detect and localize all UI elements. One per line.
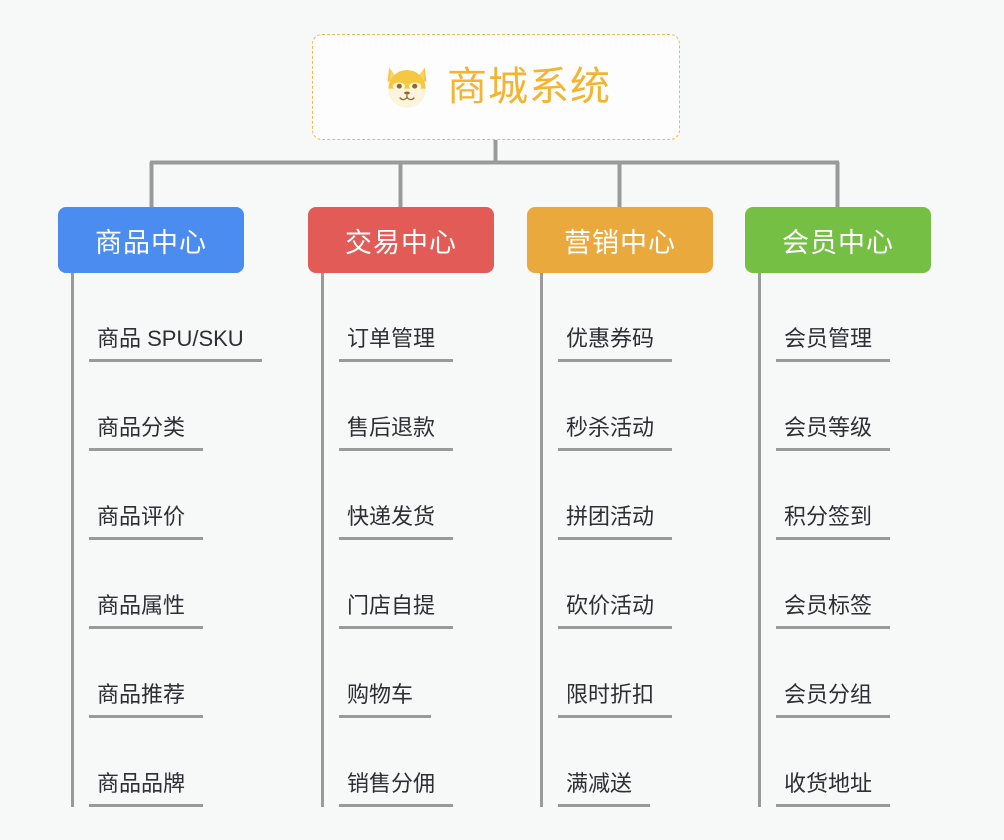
list-item-label: 商品品牌 bbox=[89, 773, 204, 807]
list-item[interactable]: 砍价活动 bbox=[543, 540, 713, 629]
root-node[interactable]: 商城系统 bbox=[312, 34, 680, 140]
list-item[interactable]: 积分签到 bbox=[761, 451, 931, 540]
branch-column-3: 营销中心 优惠券码 秒杀活动 拼团活动 砍价活动 限时折扣 满减送 bbox=[527, 207, 713, 807]
list-item[interactable]: 快递发货 bbox=[324, 451, 494, 540]
list-item-label: 会员等级 bbox=[776, 417, 891, 451]
list-item[interactable]: 订单管理 bbox=[324, 273, 494, 362]
list-item[interactable]: 优惠券码 bbox=[543, 273, 713, 362]
list-item-label: 限时折扣 bbox=[558, 684, 673, 718]
list-item[interactable]: 会员等级 bbox=[761, 362, 931, 451]
list-item[interactable]: 门店自提 bbox=[324, 540, 494, 629]
list-item-label: 会员标签 bbox=[776, 595, 891, 629]
list-item-label: 商品评价 bbox=[89, 506, 204, 540]
list-item-label: 商品推荐 bbox=[89, 684, 204, 718]
branch-item-list-4: 会员管理 会员等级 积分签到 会员标签 会员分组 收货地址 bbox=[758, 273, 931, 807]
list-item-label: 销售分佣 bbox=[339, 773, 454, 807]
branch-header-label: 交易中心 bbox=[345, 227, 457, 258]
list-item[interactable]: 拼团活动 bbox=[543, 451, 713, 540]
list-item[interactable]: 商品分类 bbox=[74, 362, 244, 451]
list-item-label: 商品分类 bbox=[89, 417, 204, 451]
shiba-dog-emoji bbox=[387, 67, 427, 108]
list-item-label: 商品属性 bbox=[89, 595, 204, 629]
branch-header-2[interactable]: 交易中心 bbox=[308, 207, 494, 273]
list-item-label: 秒杀活动 bbox=[558, 417, 673, 451]
branch-header-label: 商品中心 bbox=[95, 227, 207, 258]
list-item[interactable]: 商品 SPU/SKU bbox=[74, 273, 262, 362]
list-item[interactable]: 商品品牌 bbox=[74, 718, 244, 807]
list-item-label: 售后退款 bbox=[339, 417, 454, 451]
branch-header-label: 营销中心 bbox=[564, 227, 676, 258]
list-item-label: 收货地址 bbox=[776, 773, 891, 807]
list-item[interactable]: 商品推荐 bbox=[74, 629, 244, 718]
branch-item-list-3: 优惠券码 秒杀活动 拼团活动 砍价活动 限时折扣 满减送 bbox=[540, 273, 713, 807]
list-item[interactable]: 收货地址 bbox=[761, 718, 931, 807]
list-item-label: 订单管理 bbox=[339, 328, 454, 362]
list-item-label: 商品 SPU/SKU bbox=[89, 328, 262, 362]
list-item[interactable]: 秒杀活动 bbox=[543, 362, 713, 451]
list-item-label: 砍价活动 bbox=[558, 595, 673, 629]
list-item-label: 拼团活动 bbox=[558, 506, 673, 540]
branch-item-list-1: 商品 SPU/SKU 商品分类 商品评价 商品属性 商品推荐 商品品牌 bbox=[71, 273, 262, 807]
list-item-label: 门店自提 bbox=[339, 595, 454, 629]
root-title: 商城系统 bbox=[447, 65, 611, 109]
branch-header-3[interactable]: 营销中心 bbox=[527, 207, 713, 273]
branch-header-4[interactable]: 会员中心 bbox=[745, 207, 931, 273]
list-item[interactable]: 销售分佣 bbox=[324, 718, 494, 807]
list-item[interactable]: 会员标签 bbox=[761, 540, 931, 629]
branch-header-1[interactable]: 商品中心 bbox=[58, 207, 244, 273]
branch-column-2: 交易中心 订单管理 售后退款 快递发货 门店自提 购物车 销售分佣 bbox=[308, 207, 494, 807]
branch-column-1: 商品中心 商品 SPU/SKU 商品分类 商品评价 商品属性 商品推荐 商品品牌 bbox=[58, 207, 262, 807]
list-item[interactable]: 限时折扣 bbox=[543, 629, 713, 718]
list-item[interactable]: 购物车 bbox=[324, 629, 494, 718]
list-item[interactable]: 满减送 bbox=[543, 718, 713, 807]
list-item-label: 购物车 bbox=[339, 684, 432, 718]
branch-column-4: 会员中心 会员管理 会员等级 积分签到 会员标签 会员分组 收货地址 bbox=[745, 207, 931, 807]
list-item[interactable]: 商品评价 bbox=[74, 451, 244, 540]
list-item-label: 优惠券码 bbox=[558, 328, 673, 362]
list-item[interactable]: 会员管理 bbox=[761, 273, 931, 362]
list-item[interactable]: 商品属性 bbox=[74, 540, 244, 629]
list-item-label: 快递发货 bbox=[339, 506, 454, 540]
list-item[interactable]: 售后退款 bbox=[324, 362, 494, 451]
branch-item-list-2: 订单管理 售后退款 快递发货 门店自提 购物车 销售分佣 bbox=[321, 273, 494, 807]
list-item-label: 会员管理 bbox=[776, 328, 891, 362]
list-item[interactable]: 会员分组 bbox=[761, 629, 931, 718]
list-item-label: 会员分组 bbox=[776, 684, 891, 718]
list-item-label: 满减送 bbox=[558, 773, 651, 807]
branch-header-label: 会员中心 bbox=[782, 227, 894, 258]
list-item-label: 积分签到 bbox=[776, 506, 891, 540]
